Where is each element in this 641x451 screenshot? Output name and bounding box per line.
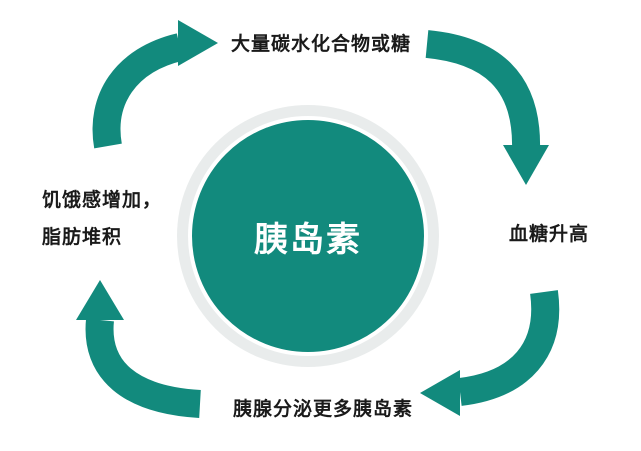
arrow-top-left [92, 20, 218, 149]
step-label-bottom: 胰腺分泌更多胰岛素 [233, 398, 414, 420]
center-title: 胰岛素 [254, 219, 362, 260]
step-label-right: 血糖升高 [509, 223, 590, 245]
step-label-top: 大量碳水化合物或糖 [231, 33, 412, 55]
arrow-bottom-right [420, 290, 560, 416]
arrow-top-right [425, 30, 549, 185]
arrow-bottom-left [76, 280, 202, 418]
step-label-left-line2: 脂肪堆积 [42, 226, 123, 248]
step-label-left-line1: 饥饿感增加， [42, 189, 163, 211]
center-circle [188, 116, 428, 356]
